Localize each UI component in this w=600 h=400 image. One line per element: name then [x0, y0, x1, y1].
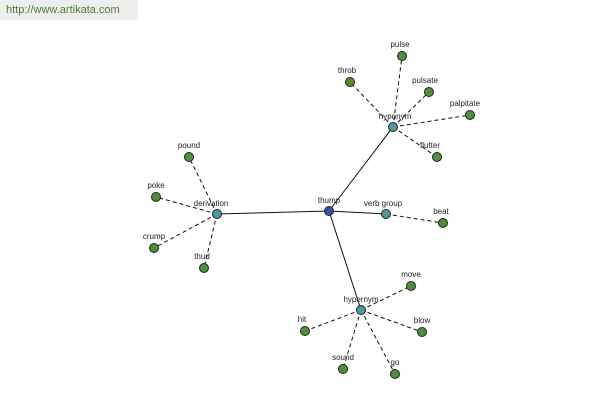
edge-derivation-pound [188, 156, 218, 215]
node-label-palpitate: palpitate [450, 99, 481, 108]
edge-hypernym-blow [360, 309, 423, 333]
node-blow[interactable]: blow [414, 316, 431, 337]
nodes-layer: thump hyponym verb group derivation hypernym… [143, 40, 481, 379]
node-dot-crump[interactable] [149, 243, 159, 253]
node-derivation[interactable]: derivation [194, 199, 229, 219]
node-dot-beat[interactable] [438, 218, 448, 228]
node-label-beat: beat [433, 207, 449, 216]
node-label-flutter: flutter [420, 141, 440, 150]
node-move[interactable]: move [401, 270, 421, 291]
node-thud[interactable]: thud [194, 252, 210, 273]
edge-thump-hyponym [328, 126, 394, 212]
edge-hypernym-move [360, 285, 412, 311]
node-poke[interactable]: poke [147, 181, 165, 202]
node-label-thud: thud [194, 252, 210, 261]
edge-hypernym-sound [342, 309, 362, 370]
node-label-throb: throb [338, 66, 357, 75]
node-flutter[interactable]: flutter [420, 141, 442, 162]
node-hit[interactable]: hit [298, 315, 310, 336]
edge-hypernym-go [360, 309, 396, 375]
edge-hyponym-flutter [392, 126, 438, 158]
node-label-pulse: pulse [390, 40, 410, 49]
node-verb-group[interactable]: verb group [364, 199, 403, 219]
node-dot-go[interactable] [390, 369, 400, 379]
edge-derivation-poke [155, 196, 218, 215]
node-throb[interactable]: throb [338, 66, 357, 87]
node-label-hypernym: hypernym [343, 295, 378, 304]
node-crump[interactable]: crump [143, 232, 166, 253]
node-dot-pulse[interactable] [397, 51, 407, 61]
node-dot-flutter[interactable] [432, 152, 442, 162]
node-dot-derivation[interactable] [212, 209, 222, 219]
node-dot-hit[interactable] [300, 326, 310, 336]
node-dot-thud[interactable] [199, 263, 209, 273]
edge-hyponym-pulse [392, 55, 403, 128]
node-dot-palpitate[interactable] [465, 110, 475, 120]
node-beat[interactable]: beat [433, 207, 450, 228]
edge-thump-derivation [216, 210, 330, 215]
node-dot-hyponym[interactable] [388, 122, 398, 132]
edge-derivation-thud [203, 213, 218, 269]
node-label-thump: thump [318, 196, 341, 205]
edge-hyponym-pulsate [392, 91, 430, 128]
node-dot-thump[interactable] [324, 206, 334, 216]
node-dot-pulsate[interactable] [424, 87, 434, 97]
node-pulsate[interactable]: pulsate [412, 76, 438, 97]
node-dot-hypernym[interactable] [356, 305, 366, 315]
node-label-sound: sound [332, 353, 354, 362]
node-hyponym[interactable]: hyponym [379, 112, 412, 132]
node-dot-blow[interactable] [417, 327, 427, 337]
node-label-hit: hit [298, 315, 307, 324]
site-url-banner[interactable]: http://www.artikata.com [0, 0, 138, 20]
node-palpitate[interactable]: palpitate [450, 99, 481, 120]
node-label-verb-group: verb group [364, 199, 403, 208]
node-thump[interactable]: thump [318, 196, 341, 216]
node-go[interactable]: go [390, 358, 400, 379]
edge-derivation-crump [153, 213, 218, 249]
node-label-derivation: derivation [194, 199, 229, 208]
node-pound[interactable]: pound [178, 141, 200, 162]
node-dot-sound[interactable] [338, 364, 348, 374]
node-dot-verb-group[interactable] [381, 209, 391, 219]
edge-hyponym-throb [349, 81, 394, 128]
node-label-blow: blow [414, 316, 431, 325]
node-dot-poke[interactable] [151, 192, 161, 202]
edge-thump-verb-group [328, 210, 387, 215]
edge-hypernym-hit [304, 309, 362, 332]
node-dot-move[interactable] [406, 281, 416, 291]
node-hypernym[interactable]: hypernym [343, 295, 379, 315]
node-label-hyponym: hyponym [379, 112, 412, 121]
node-dot-throb[interactable] [345, 77, 355, 87]
node-label-crump: crump [143, 232, 166, 241]
node-label-pulsate: pulsate [412, 76, 438, 85]
edge-thump-hypernym [328, 210, 362, 311]
node-label-go: go [391, 358, 400, 367]
node-label-pound: pound [178, 141, 200, 150]
edges-layer [153, 55, 471, 375]
edge-verb-group-beat [385, 213, 444, 224]
node-sound[interactable]: sound [332, 353, 354, 374]
node-dot-pound[interactable] [184, 152, 194, 162]
edge-hyponym-palpitate [392, 114, 471, 128]
node-pulse[interactable]: pulse [390, 40, 410, 61]
node-label-move: move [401, 270, 421, 279]
node-label-poke: poke [147, 181, 165, 190]
